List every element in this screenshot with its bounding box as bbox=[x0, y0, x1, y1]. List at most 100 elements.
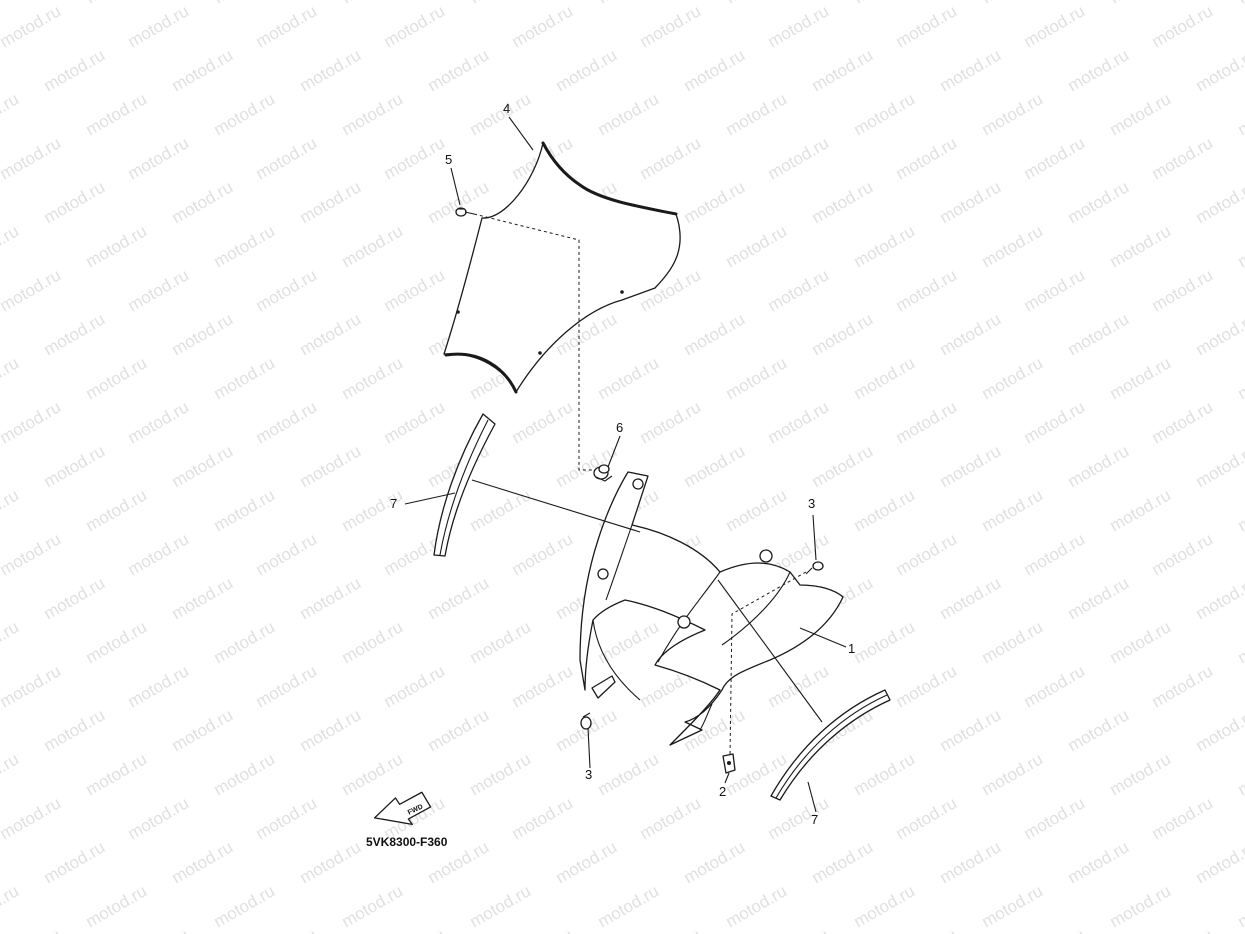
watermark-text: motod.ru bbox=[765, 265, 833, 315]
watermark-text: motod.ru bbox=[723, 221, 791, 271]
watermark-text: motod.ru bbox=[851, 353, 919, 403]
callout-leaders bbox=[404, 116, 847, 813]
watermark-text: motod.ru bbox=[851, 0, 919, 7]
watermark-text: motod.ru bbox=[169, 573, 237, 623]
watermark-text: motod.ru bbox=[723, 485, 791, 535]
watermark-text: motod.ru bbox=[381, 1, 449, 51]
watermark-text: motod.ru bbox=[509, 925, 577, 934]
watermark-text: motod.ru bbox=[425, 705, 493, 755]
watermark-text: motod.ru bbox=[169, 705, 237, 755]
watermark-text: motod.ru bbox=[125, 265, 193, 315]
watermark-text: motod.ru bbox=[125, 793, 193, 843]
watermark-text: motod.ru bbox=[1021, 529, 1089, 579]
watermark-text: motod.ru bbox=[125, 1, 193, 51]
watermark-text: motod.ru bbox=[893, 265, 961, 315]
watermark-text: motod.ru bbox=[83, 0, 151, 7]
watermark-text: motod.ru bbox=[381, 133, 449, 183]
watermark-text: motod.ru bbox=[253, 661, 321, 711]
callout-3-lower: 3 bbox=[585, 767, 592, 782]
callout-3-upper: 3 bbox=[808, 496, 815, 511]
watermark-text: motod.ru bbox=[979, 89, 1047, 139]
watermark-text: motod.ru bbox=[1193, 45, 1245, 95]
diagram-code: 5VK8300-F360 bbox=[366, 835, 448, 849]
watermark-text: motod.ru bbox=[425, 573, 493, 623]
watermark-text: motod.ru bbox=[83, 221, 151, 271]
watermark-text: motod.ru bbox=[1021, 925, 1089, 934]
watermark-text: motod.ru bbox=[169, 837, 237, 887]
watermark-text: motod.ru bbox=[1193, 705, 1245, 755]
trim-strip-right bbox=[770, 689, 891, 801]
inner-panel bbox=[579, 471, 844, 746]
watermark-text: motod.ru bbox=[1107, 0, 1175, 7]
watermark-text: motod.ru bbox=[211, 353, 279, 403]
watermark-text: motod.ru bbox=[1065, 837, 1133, 887]
watermark-text: motod.ru bbox=[169, 309, 237, 359]
watermark-text: motod.ru bbox=[1107, 485, 1175, 535]
watermark-text: motod.ru bbox=[297, 441, 365, 491]
watermark-text: motod.ru bbox=[723, 881, 791, 931]
watermark-text: motod.ru bbox=[1107, 881, 1175, 931]
watermark-text: motod.ru bbox=[1149, 265, 1217, 315]
watermark-text: motod.ru bbox=[723, 89, 791, 139]
watermark-text: motod.ru bbox=[723, 0, 791, 7]
watermark-text: motod.ru bbox=[1149, 133, 1217, 183]
callout-6: 6 bbox=[616, 420, 623, 435]
watermark-text: motod.ru bbox=[0, 749, 22, 799]
watermark-text: motod.ru bbox=[467, 881, 535, 931]
watermark-text: motod.ru bbox=[83, 617, 151, 667]
nut-clip-2 bbox=[722, 753, 736, 774]
watermark-text: motod.ru bbox=[681, 837, 749, 887]
callout-5: 5 bbox=[445, 152, 452, 167]
watermark-text: motod.ru bbox=[125, 133, 193, 183]
watermark-text: motod.ru bbox=[979, 221, 1047, 271]
watermark-text: motod.ru bbox=[893, 661, 961, 711]
watermark-text: motod.ru bbox=[553, 441, 621, 491]
watermark-text: motod.ru bbox=[339, 617, 407, 667]
watermark-text: motod.ru bbox=[509, 397, 577, 447]
watermark-text: motod.ru bbox=[937, 441, 1005, 491]
watermark-text: motod.ru bbox=[637, 925, 705, 934]
watermark-text: motod.ru bbox=[339, 353, 407, 403]
fwd-arrow-icon: FWD bbox=[373, 791, 432, 826]
watermark-text: motod.ru bbox=[339, 89, 407, 139]
watermark-text: motod.ru bbox=[637, 1, 705, 51]
watermark-text: motod.ru bbox=[125, 661, 193, 711]
watermark-text: motod.ru bbox=[553, 45, 621, 95]
watermark-text: motod.ru bbox=[1235, 617, 1245, 667]
watermark-text: motod.ru bbox=[893, 1, 961, 51]
watermark-text: motod.ru bbox=[125, 925, 193, 934]
watermark-text: motod.ru bbox=[1021, 397, 1089, 447]
watermark-text: motod.ru bbox=[937, 177, 1005, 227]
watermark-text: motod.ru bbox=[893, 793, 961, 843]
screw-3-lower bbox=[580, 712, 592, 730]
watermark-text: motod.ru bbox=[979, 353, 1047, 403]
watermark-text: motod.ru bbox=[553, 837, 621, 887]
watermark-text: motod.ru bbox=[509, 1, 577, 51]
watermark-text: motod.ru bbox=[979, 0, 1047, 7]
watermark-text: motod.ru bbox=[937, 45, 1005, 95]
watermark-text: motod.ru bbox=[211, 221, 279, 271]
watermark-text: motod.ru bbox=[595, 749, 663, 799]
watermark-text: motod.ru bbox=[211, 617, 279, 667]
watermark-text: motod.ru bbox=[211, 89, 279, 139]
watermark-text: motod.ru bbox=[125, 529, 193, 579]
watermark-text: motod.ru bbox=[83, 353, 151, 403]
watermark-text: motod.ru bbox=[681, 309, 749, 359]
watermark-text: motod.ru bbox=[0, 1, 64, 51]
watermark-text: motod.ru bbox=[169, 45, 237, 95]
watermark-text: motod.ru bbox=[809, 177, 877, 227]
watermark-text: motod.ru bbox=[0, 397, 64, 447]
watermark-text: motod.ru bbox=[125, 397, 193, 447]
watermark-text: motod.ru bbox=[937, 705, 1005, 755]
watermark-text: motod.ru bbox=[83, 881, 151, 931]
watermark-text: motod.ru bbox=[1149, 661, 1217, 711]
watermark-text: motod.ru bbox=[339, 881, 407, 931]
watermark-text: motod.ru bbox=[1235, 353, 1245, 403]
watermark-text: motod.ru bbox=[0, 0, 22, 7]
watermark-text: motod.ru bbox=[595, 617, 663, 667]
watermark-text: motod.ru bbox=[893, 397, 961, 447]
watermark-text: motod.ru bbox=[681, 45, 749, 95]
screw-5 bbox=[455, 207, 475, 217]
